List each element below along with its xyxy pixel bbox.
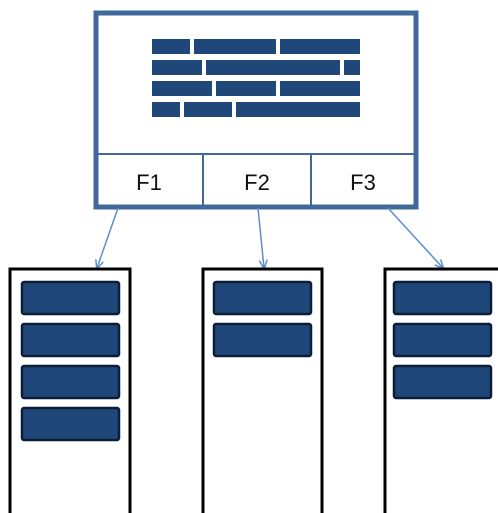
bucket-3-entry (392, 364, 493, 400)
bucket-2-frame (201, 267, 324, 513)
bucket-3-entry (392, 322, 493, 358)
bucket-1-entry (20, 406, 121, 442)
arrow-f1 (97, 207, 119, 268)
field-label-f1: F1 (136, 170, 162, 195)
bucket-1-entry (20, 322, 121, 358)
bucket-entries (20, 280, 493, 442)
field-label-f2: F2 (244, 170, 270, 195)
bucket-1-frame (8, 267, 132, 513)
record-payload-icon (152, 39, 360, 117)
arrow-f3 (387, 207, 443, 268)
record-box: F1 F2 F3 (93, 10, 419, 210)
bucket-1-entry (20, 280, 121, 316)
field-label-f3: F3 (350, 170, 376, 195)
bucket-2-entry (212, 322, 313, 358)
arrow-f2 (257, 207, 264, 268)
bucket-1-entry (20, 364, 121, 400)
bucket-3-entry (392, 280, 493, 316)
buckets (8, 267, 498, 513)
bucket-2-entry (212, 280, 313, 316)
pointer-arrows (97, 207, 443, 268)
bucket-3-frame (383, 267, 498, 513)
